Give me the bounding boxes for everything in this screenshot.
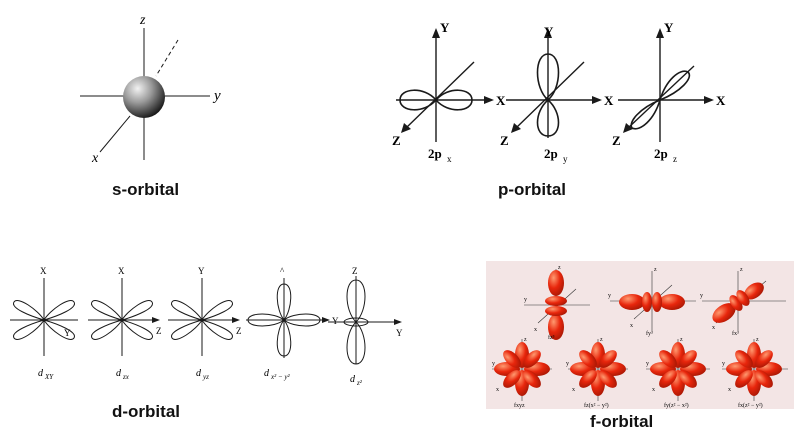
svg-text:fxyz: fxyz bbox=[514, 402, 525, 409]
svg-text:x² − y²: x² − y² bbox=[270, 373, 291, 381]
p-orbital-2pz: Y X Z 2p z bbox=[612, 20, 726, 164]
svg-text:Z: Z bbox=[156, 326, 162, 336]
svg-text:X: X bbox=[496, 93, 506, 108]
svg-text:fz(x² − y²): fz(x² − y²) bbox=[584, 402, 609, 409]
svg-text:y: y bbox=[524, 297, 527, 303]
p-orbital-caption: p-orbital bbox=[498, 180, 566, 199]
svg-text:x: x bbox=[652, 387, 655, 393]
svg-text:z: z bbox=[680, 337, 683, 343]
svg-text:d: d bbox=[196, 368, 202, 379]
d-orbital-dzx: X Z d zx bbox=[88, 266, 162, 381]
s-x-axis bbox=[155, 39, 179, 77]
svg-text:d: d bbox=[264, 368, 270, 379]
svg-text:zx: zx bbox=[122, 373, 130, 381]
svg-text:z: z bbox=[558, 265, 561, 271]
svg-text:X: X bbox=[40, 266, 47, 276]
d-orbital-dz2: Z Y d z² bbox=[328, 266, 403, 387]
svg-text:Y: Y bbox=[198, 266, 205, 276]
svg-text:y: y bbox=[646, 361, 649, 367]
svg-text:x: x bbox=[630, 323, 633, 329]
svg-text:x: x bbox=[728, 387, 731, 393]
f-orbital-fz-x2-y2: z y x fz(x² − y²) bbox=[566, 337, 628, 409]
svg-text:y: y bbox=[492, 361, 495, 367]
svg-text:y: y bbox=[700, 293, 703, 299]
svg-text:y: y bbox=[566, 361, 569, 367]
p-orbital-diagram: Y X Z 2p x Y X Z 2p y Y X Z 2p z bbox=[392, 20, 726, 164]
svg-text:yz: yz bbox=[202, 373, 209, 381]
f-orbital-panel: z y x fz³ z y x fy³ z bbox=[486, 261, 794, 409]
d-orbital-dyz: Y Z d yz bbox=[168, 266, 242, 381]
f-orbital-fz3: z y x fz³ bbox=[524, 265, 590, 341]
s-orbital-diagram: z y x bbox=[80, 13, 221, 166]
f-orbital-fx3: z y x fx³ bbox=[700, 267, 786, 337]
f-orbital-fxyz: z y x fxyz bbox=[492, 337, 552, 409]
svg-text:X: X bbox=[604, 93, 614, 108]
svg-text:z: z bbox=[673, 154, 677, 164]
svg-text:y: y bbox=[563, 154, 568, 164]
svg-text:Y: Y bbox=[396, 328, 403, 338]
d-orbital-caption: d-orbital bbox=[112, 402, 180, 421]
d-orbital-diagram: X Y d XY X Z d zx Y Z d yz ^ Y d x² − bbox=[10, 266, 403, 387]
svg-text:2p: 2p bbox=[428, 146, 442, 161]
svg-text:x: x bbox=[712, 325, 715, 331]
s-y-label: y bbox=[212, 88, 221, 104]
svg-text:XY: XY bbox=[44, 373, 54, 381]
f-orbital-fx-z2-y2: z y x fx(z² − y²) bbox=[722, 337, 788, 409]
svg-text:z: z bbox=[654, 267, 657, 273]
svg-text:2p: 2p bbox=[654, 146, 668, 161]
svg-text:y: y bbox=[608, 293, 611, 299]
svg-text:Y: Y bbox=[664, 20, 674, 35]
svg-text:^: ^ bbox=[280, 266, 285, 276]
svg-text:Z: Z bbox=[500, 133, 509, 148]
f-orbital-fy-z2-x2: z y x fy(z² − x²) bbox=[646, 337, 710, 409]
svg-text:fx(z² − y²): fx(z² − y²) bbox=[738, 402, 763, 409]
svg-text:x: x bbox=[447, 154, 452, 164]
svg-text:fy(z² − x²): fy(z² − x²) bbox=[664, 402, 689, 409]
svg-text:z²: z² bbox=[356, 379, 363, 387]
s-z-label: z bbox=[139, 13, 146, 28]
svg-text:d: d bbox=[116, 368, 122, 379]
svg-text:x: x bbox=[496, 387, 499, 393]
svg-text:X: X bbox=[716, 93, 726, 108]
s-orbital-sphere bbox=[123, 76, 165, 118]
svg-text:X: X bbox=[118, 266, 125, 276]
f-orbital-caption: f-orbital bbox=[590, 412, 654, 431]
svg-text:fy³: fy³ bbox=[646, 330, 653, 337]
svg-text:Z: Z bbox=[352, 266, 358, 276]
f-orbital-fy3: z y x fy³ bbox=[608, 267, 696, 337]
svg-text:2p: 2p bbox=[544, 146, 558, 161]
p-orbital-2px: Y X Z 2p x bbox=[392, 20, 506, 164]
svg-text:fx³: fx³ bbox=[732, 330, 739, 337]
d-orbital-dxy: X Y d XY bbox=[10, 266, 78, 381]
svg-text:d: d bbox=[350, 374, 356, 385]
svg-text:y: y bbox=[722, 361, 725, 367]
svg-text:Z: Z bbox=[392, 133, 401, 148]
svg-text:z: z bbox=[740, 267, 743, 273]
s-orbital-caption: s-orbital bbox=[112, 180, 180, 199]
svg-text:x: x bbox=[534, 327, 537, 333]
svg-text:Z: Z bbox=[236, 326, 242, 336]
svg-text:fz³: fz³ bbox=[548, 334, 555, 341]
svg-text:Y: Y bbox=[64, 328, 71, 338]
svg-text:z: z bbox=[756, 337, 759, 343]
svg-text:z: z bbox=[524, 337, 527, 343]
svg-text:Y: Y bbox=[544, 24, 554, 39]
p-orbital-2py: Y X Z 2p y bbox=[500, 24, 614, 164]
svg-text:x: x bbox=[572, 387, 575, 393]
f-orbital-diagram: z y x fz³ z y x fy³ z bbox=[492, 265, 788, 409]
s-x-label: x bbox=[91, 151, 99, 166]
svg-text:d: d bbox=[38, 368, 44, 379]
svg-text:Y: Y bbox=[332, 316, 339, 326]
svg-text:z: z bbox=[600, 337, 603, 343]
svg-text:Z: Z bbox=[612, 133, 621, 148]
d-orbital-dx2-y2: ^ Y d x² − y² bbox=[246, 266, 339, 381]
svg-text:Y: Y bbox=[440, 20, 450, 35]
